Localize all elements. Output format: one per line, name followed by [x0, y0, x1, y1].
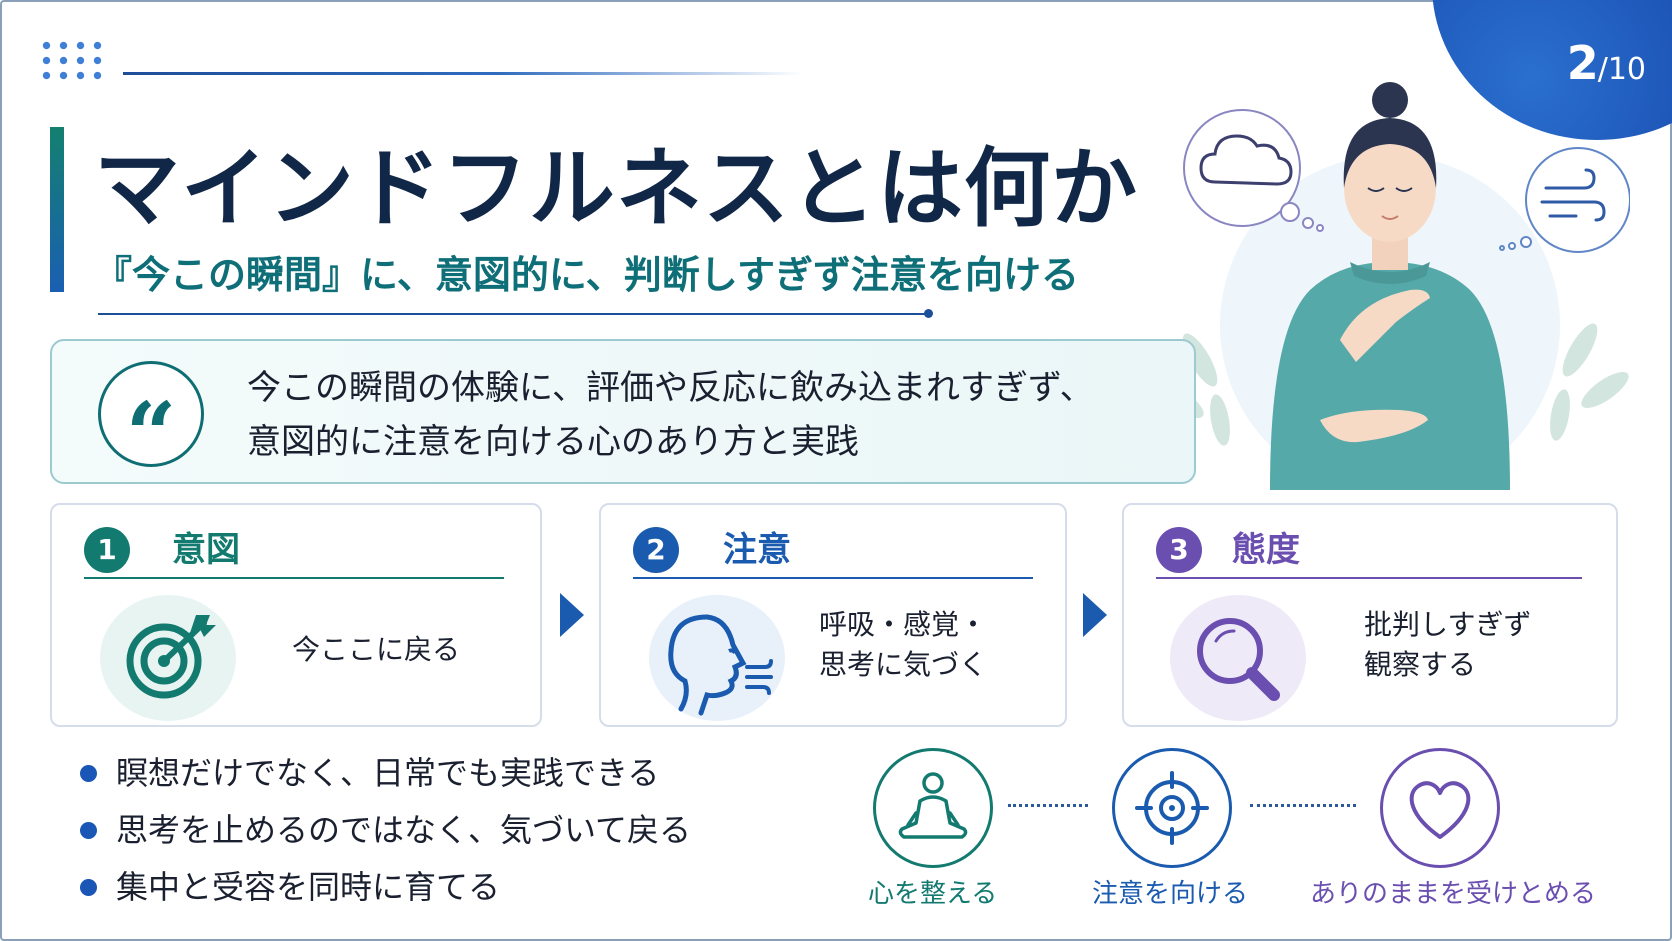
arrow-icon: [1083, 593, 1107, 637]
meditating-woman-illustration: [1156, 82, 1630, 490]
target-icon: [100, 595, 236, 721]
list-item: 思考を止めるのではなく、気づいて戻る: [80, 802, 691, 859]
quote-line-2: 意図的に注意を向ける心のあり方と実践: [247, 422, 859, 462]
card-attention: 2 注意 呼吸・感覚・ 思考に気づく: [599, 503, 1067, 727]
card-text: 今ここに戻る: [292, 630, 460, 670]
list-item: 瞑想だけでなく、日常でも実践できる: [80, 745, 691, 802]
value-label: 心を整える: [868, 879, 998, 909]
card-divider: [84, 577, 504, 579]
list-item: 集中と受容を同時に育てる: [80, 859, 691, 916]
card-divider: [1156, 577, 1582, 579]
arrow-icon: [560, 593, 584, 637]
page-title: マインドフルネスとは何か: [94, 139, 1138, 239]
magnifier-icon: [1170, 595, 1306, 721]
dot-grid-decoration: [38, 38, 108, 82]
card-text-line-1: 呼吸・感覚・: [819, 608, 988, 641]
quote-text: 今この瞬間の体験に、評価や反応に飲み込まれすぎず、 意図的に注意を向ける心のあり…: [247, 361, 1094, 469]
card-text: 批判しすぎず 観察する: [1364, 605, 1531, 685]
breathing-face-icon: [649, 595, 785, 721]
subtitle-underline: [98, 313, 928, 315]
card-intention: 1 意図 今ここに戻る: [50, 503, 542, 727]
page-subtitle: 『今この瞬間』に、意図的に、判断しすぎず注意を向ける: [94, 253, 1079, 297]
connector-dots: [1008, 804, 1088, 807]
card-text-line-2: 思考に気づく: [819, 648, 988, 681]
card-title: 注意: [723, 530, 791, 570]
card-attitude: 3 態度 批判しすぎず 観察する: [1122, 503, 1618, 727]
page-total: /10: [1597, 52, 1646, 87]
card-number-badge: 3: [1156, 527, 1202, 573]
top-divider: [123, 72, 803, 75]
card-number-badge: 2: [633, 527, 679, 573]
card-divider: [633, 577, 1033, 579]
card-title: 態度: [1232, 530, 1300, 570]
crosshair-icon: [1112, 748, 1232, 868]
card-text-line-2: 観察する: [1364, 648, 1477, 681]
quote-icon: “: [98, 361, 204, 486]
definition-quote-box: “ 今この瞬間の体験に、評価や反応に飲み込まれすぎず、 意図的に注意を向ける心の…: [50, 339, 1196, 486]
value-label: ありのままを受けとめる: [1310, 879, 1597, 909]
quote-line-1: 今この瞬間の体験に、評価や反応に飲み込まれすぎず、: [247, 368, 1094, 408]
card-text-line-1: 批判しすぎず: [1364, 608, 1532, 641]
title-accent-bar: [50, 127, 64, 292]
wind-icon: [1499, 147, 1630, 253]
heart-icon: [1380, 748, 1500, 868]
thought-bubble-icon: [1183, 109, 1324, 232]
connector-dots: [1250, 804, 1356, 807]
card-title: 意図: [172, 530, 240, 570]
value-label: 注意を向ける: [1091, 879, 1248, 909]
card-text-line-1: 今ここに戻る: [292, 633, 461, 666]
page-current: 2: [1566, 36, 1599, 90]
subtitle-underline-dot: [924, 309, 933, 318]
card-text: 呼吸・感覚・ 思考に気づく: [819, 605, 987, 685]
meditation-icon: [873, 748, 993, 868]
page-number: 2/10: [1567, 36, 1646, 90]
card-number-badge: 1: [84, 527, 130, 573]
bullet-list: 瞑想だけでなく、日常でも実践できる 思考を止めるのではなく、気づいて戻る 集中と…: [80, 745, 691, 916]
